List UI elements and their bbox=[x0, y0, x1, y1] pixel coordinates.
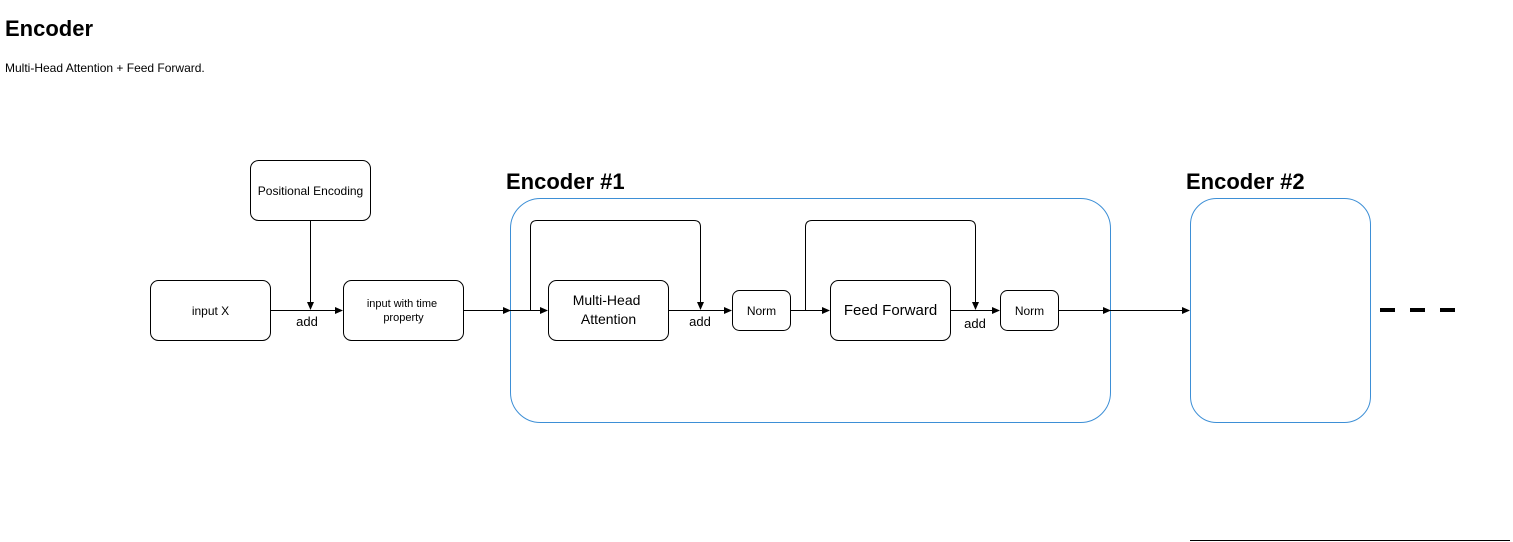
multi-head-attention-box bbox=[548, 280, 669, 341]
input-with-time-line-1: input with time bbox=[367, 298, 437, 310]
multi-head-attention-label: Multi-Head Attention bbox=[573, 292, 645, 327]
edge-label-add-3: add bbox=[964, 316, 986, 331]
edge-label-add-1: add bbox=[296, 314, 318, 329]
feed-forward-box bbox=[830, 280, 951, 341]
positional-encoding-box bbox=[250, 160, 371, 221]
node-feed-forward: Feed Forward bbox=[830, 280, 951, 341]
input-with-time-property-box bbox=[343, 280, 464, 341]
input-x-label: input X bbox=[192, 304, 229, 318]
multi-head-attention-line-1: Multi-Head bbox=[573, 292, 641, 308]
page-subtitle: Multi-Head Attention + Feed Forward. bbox=[5, 61, 205, 75]
node-norm-2: Norm bbox=[1000, 290, 1059, 331]
norm-1-label: Norm bbox=[747, 304, 776, 318]
positional-encoding-label: Positional Encoding bbox=[258, 184, 363, 198]
edge-label-add-2: add bbox=[689, 314, 711, 329]
input-with-time-property-label: input with time property bbox=[367, 298, 440, 324]
edge-residual-1 bbox=[530, 220, 704, 311]
node-norm-1: Norm bbox=[732, 290, 791, 331]
norm-2-box bbox=[1000, 290, 1059, 331]
feed-forward-label: Feed Forward bbox=[844, 302, 937, 319]
edge-residual-2 bbox=[805, 220, 979, 311]
encoder-2-title: Encoder #2 bbox=[1186, 169, 1305, 194]
input-with-time-line-2: property bbox=[383, 312, 424, 324]
node-positional-encoding: Positional Encoding bbox=[250, 160, 371, 221]
edges bbox=[270, 220, 1190, 314]
norm-2-label: Norm bbox=[1015, 304, 1044, 318]
encoder-2-container bbox=[1190, 198, 1371, 423]
node-input-with-time-property: input with time property bbox=[343, 280, 464, 341]
node-input-x: input X bbox=[150, 280, 271, 341]
group-encoder-2: Encoder #2 bbox=[1186, 169, 1371, 423]
input-x-box bbox=[150, 280, 271, 341]
encoder-1-title: Encoder #1 bbox=[506, 169, 625, 194]
node-multi-head-attention: Multi-Head Attention bbox=[548, 280, 669, 341]
page-title: Encoder bbox=[5, 16, 94, 41]
norm-1-box bbox=[732, 290, 791, 331]
multi-head-attention-line-2: Attention bbox=[581, 311, 636, 327]
